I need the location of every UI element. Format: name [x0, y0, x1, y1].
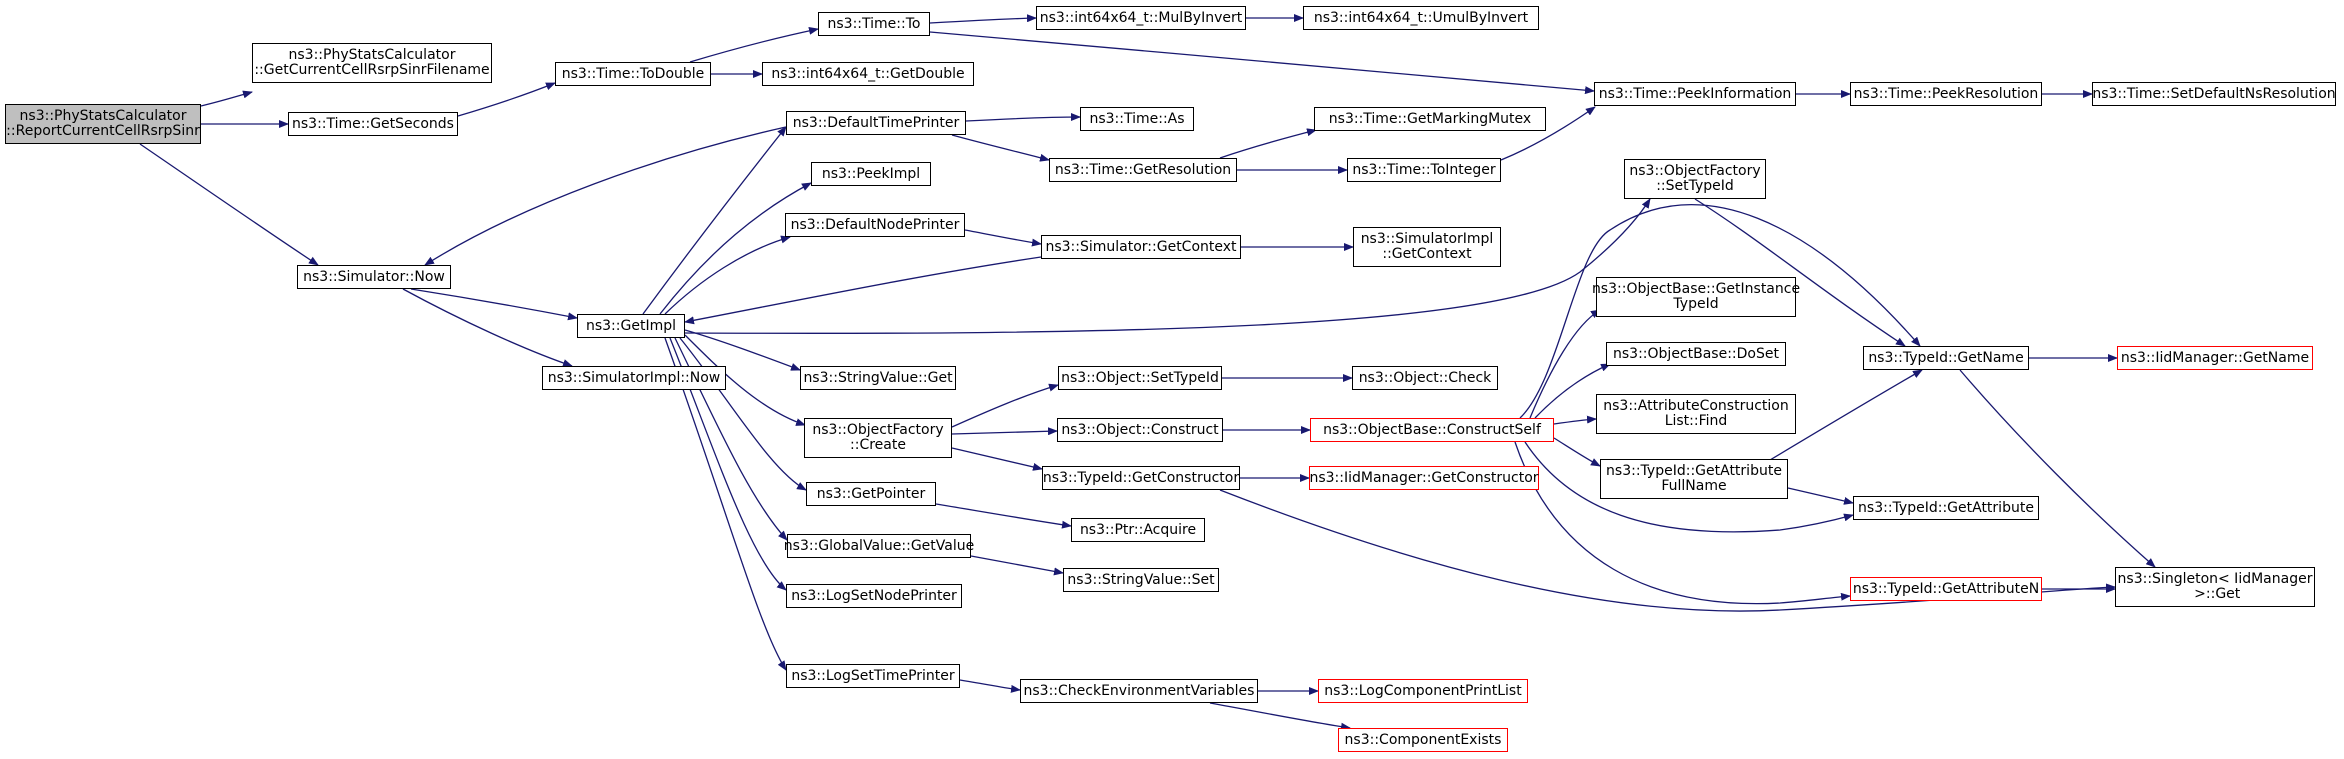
- node-log-component-print-list[interactable]: ns3::LogComponentPrintList: [1318, 679, 1528, 703]
- edge-getimpl-to-peekimpl: [659, 182, 812, 315]
- edge-constructself-to-attrconstructfind: [1553, 415, 1597, 425]
- edge-ofcreate-to-objconstruct: [951, 427, 1058, 436]
- edge-getpointer-to-ptracquire: [935, 503, 1072, 529]
- node-global-value-get-value[interactable]: ns3::GlobalValue::GetValue: [784, 534, 974, 558]
- node-typeid-get-attribute-full-name[interactable]: ns3::TypeId::GetAttribute FullName: [1600, 459, 1788, 499]
- edge-constructself-to-getinstancetypeid: [1529, 309, 1601, 419]
- node-log-set-node-printer[interactable]: ns3::LogSetNodePrinter: [786, 584, 962, 608]
- node-time-as[interactable]: ns3::Time::As: [1080, 107, 1194, 131]
- node-ptr-acquire[interactable]: ns3::Ptr::Acquire: [1071, 518, 1205, 542]
- edge-getimpl-to-deftimeprinter: [642, 126, 787, 315]
- edge-getimpl-to-logsettimeprinter: [664, 337, 787, 671]
- node-int64x64-mul-by-invert[interactable]: ns3::int64x64_t::MulByInvert: [1036, 6, 1246, 30]
- edge-deftimeprinter-to-timeas: [965, 113, 1081, 122]
- node-time-set-default-ns-resolution[interactable]: ns3::Time::SetDefaultNsResolution: [2092, 82, 2336, 106]
- node-iidmanager-get-name[interactable]: ns3::IidManager::GetName: [2117, 346, 2313, 370]
- node-string-value-get[interactable]: ns3::StringValue::Get: [800, 366, 956, 390]
- edge-constructself-to-getattribute: [1524, 441, 1854, 533]
- edge-logsettimeprinter-to-checkenv: [959, 679, 1021, 693]
- edge-defnodeprinter-to-simgetcontext: [964, 229, 1042, 247]
- node-int64x64-umul-by-invert[interactable]: ns3::int64x64_t::UmulByInvert: [1303, 6, 1539, 30]
- edge-ofcreate-to-typeidgetconstructor: [951, 447, 1043, 471]
- edge-deftimeprinter-to-getres: [951, 134, 1050, 162]
- node-get-impl[interactable]: ns3::GetImpl: [577, 314, 685, 338]
- node-objectbase-construct-self[interactable]: ns3::ObjectBase::ConstructSelf: [1310, 418, 1554, 442]
- edge-report-to-simnow: [139, 143, 319, 266]
- node-time-get-marking-mutex[interactable]: ns3::Time::GetMarkingMutex: [1314, 107, 1546, 131]
- edge-simgetcontext-to-getimpl: [684, 256, 1042, 325]
- node-simulator-impl-now[interactable]: ns3::SimulatorImpl::Now: [542, 366, 726, 390]
- edge-typeidgetname-to-singletonget: [1959, 369, 2156, 568]
- node-time-to-double[interactable]: ns3::Time::ToDouble: [555, 62, 711, 86]
- node-object-check[interactable]: ns3::Object::Check: [1352, 366, 1498, 390]
- node-string-value-set[interactable]: ns3::StringValue::Set: [1063, 568, 1219, 592]
- node-component-exists[interactable]: ns3::ComponentExists: [1338, 728, 1508, 752]
- edge-getimpl-to-stringvalueget: [684, 329, 801, 371]
- node-typeid-get-constructor[interactable]: ns3::TypeId::GetConstructor: [1042, 466, 1240, 490]
- edge-globalgetvalue-to-stringvalueset: [970, 555, 1064, 576]
- node-default-node-printer[interactable]: ns3::DefaultNodePrinter: [785, 213, 965, 237]
- node-check-environment-variables[interactable]: ns3::CheckEnvironmentVariables: [1020, 679, 1258, 703]
- node-time-to-integer[interactable]: ns3::Time::ToInteger: [1347, 158, 1501, 182]
- node-object-factory-create[interactable]: ns3::ObjectFactory ::Create: [804, 418, 952, 458]
- edge-getimpl-to-getpointer: [679, 337, 807, 491]
- node-object-factory-set-type-id[interactable]: ns3::ObjectFactory ::SetTypeId: [1624, 159, 1766, 199]
- node-simulator-get-context[interactable]: ns3::Simulator::GetContext: [1041, 235, 1241, 259]
- node-default-time-printer[interactable]: ns3::DefaultTimePrinter: [786, 111, 966, 135]
- edge-constructself-to-getattributen: [1514, 441, 1851, 605]
- node-simulator-now[interactable]: ns3::Simulator::Now: [297, 265, 451, 289]
- node-objectbase-do-set[interactable]: ns3::ObjectBase::DoSet: [1606, 342, 1786, 366]
- edge-getres-to-getmarkingmutex: [1219, 128, 1317, 159]
- node-time-get-seconds[interactable]: ns3::Time::GetSeconds: [288, 112, 458, 136]
- edge-getseconds-to-todouble: [457, 82, 556, 117]
- node-typeid-get-attribute-n[interactable]: ns3::TypeId::GetAttributeN: [1850, 577, 2042, 601]
- edge-timeto-to-peekinfo: [929, 31, 1595, 95]
- edge-deftimeprinter-to-simnow: [424, 126, 787, 266]
- edge-constructself-to-getattributefullname: [1553, 437, 1601, 467]
- edge-report-to-getfilename: [200, 90, 253, 107]
- node-objectbase-get-instance-type-id[interactable]: ns3::ObjectBase::GetInstance TypeId: [1592, 277, 1800, 317]
- edge-simnow-to-simimplnow: [402, 288, 573, 367]
- node-peek-impl[interactable]: ns3::PeekImpl: [811, 162, 931, 186]
- node-time-peek-information[interactable]: ns3::Time::PeekInformation: [1594, 82, 1796, 106]
- edge-timeto-to-mulbyinvert: [929, 14, 1037, 24]
- node-attribute-construction-list-find[interactable]: ns3::AttributeConstruction List::Find: [1596, 394, 1796, 434]
- edge-getimpl-to-ofcreate: [684, 334, 806, 426]
- edge-constructself-to-typeidgetname: [1519, 204, 1921, 419]
- edge-getattributefullname-to-typeidgetname: [1769, 369, 1923, 461]
- node-get-current-cell-rsrp-sinr-filename[interactable]: ns3::PhyStatsCalculator ::GetCurrentCell…: [252, 43, 492, 83]
- edge-getattributefullname-to-getattribute: [1787, 487, 1854, 505]
- node-int64x64-get-double[interactable]: ns3::int64x64_t::GetDouble: [762, 62, 974, 86]
- node-iidmanager-get-constructor[interactable]: ns3::IidManager::GetConstructor: [1309, 466, 1539, 490]
- edge-ofsettypeid-to-typeidgetname: [1694, 198, 1906, 347]
- edge-constructself-to-doset: [1534, 363, 1611, 419]
- edge-todouble-to-timeto: [689, 26, 819, 63]
- node-typeid-get-attribute[interactable]: ns3::TypeId::GetAttribute: [1853, 496, 2039, 520]
- node-typeid-get-name[interactable]: ns3::TypeId::GetName: [1863, 346, 2029, 370]
- node-time-to[interactable]: ns3::Time::To: [818, 12, 930, 36]
- node-simulator-impl-get-context[interactable]: ns3::SimulatorImpl ::GetContext: [1353, 227, 1501, 267]
- node-get-pointer[interactable]: ns3::GetPointer: [806, 482, 936, 506]
- edge-getimpl-to-ofsettypeid: [684, 198, 1651, 334]
- edge-simnow-to-getimpl: [410, 288, 578, 321]
- edge-ofcreate-to-objsettypeid: [951, 383, 1059, 428]
- node-time-get-resolution[interactable]: ns3::Time::GetResolution: [1049, 158, 1237, 182]
- node-time-peek-resolution[interactable]: ns3::Time::PeekResolution: [1850, 82, 2042, 106]
- node-singleton-iidmanager-get[interactable]: ns3::Singleton< IidManager >::Get: [2115, 567, 2315, 607]
- edge-tointeger-to-peekinfo: [1500, 106, 1596, 161]
- edge-getimpl-to-defnodeprinter: [664, 235, 791, 315]
- node-object-construct[interactable]: ns3::Object::Construct: [1057, 418, 1223, 442]
- node-log-set-time-printer[interactable]: ns3::LogSetTimePrinter: [786, 664, 960, 688]
- edge-checkenv-to-componentexists: [1209, 702, 1351, 731]
- node-object-set-type-id[interactable]: ns3::Object::SetTypeId: [1058, 366, 1222, 390]
- node-report-current-cell-rsrp-sinr[interactable]: ns3::PhyStatsCalculator ::ReportCurrentC…: [5, 104, 201, 144]
